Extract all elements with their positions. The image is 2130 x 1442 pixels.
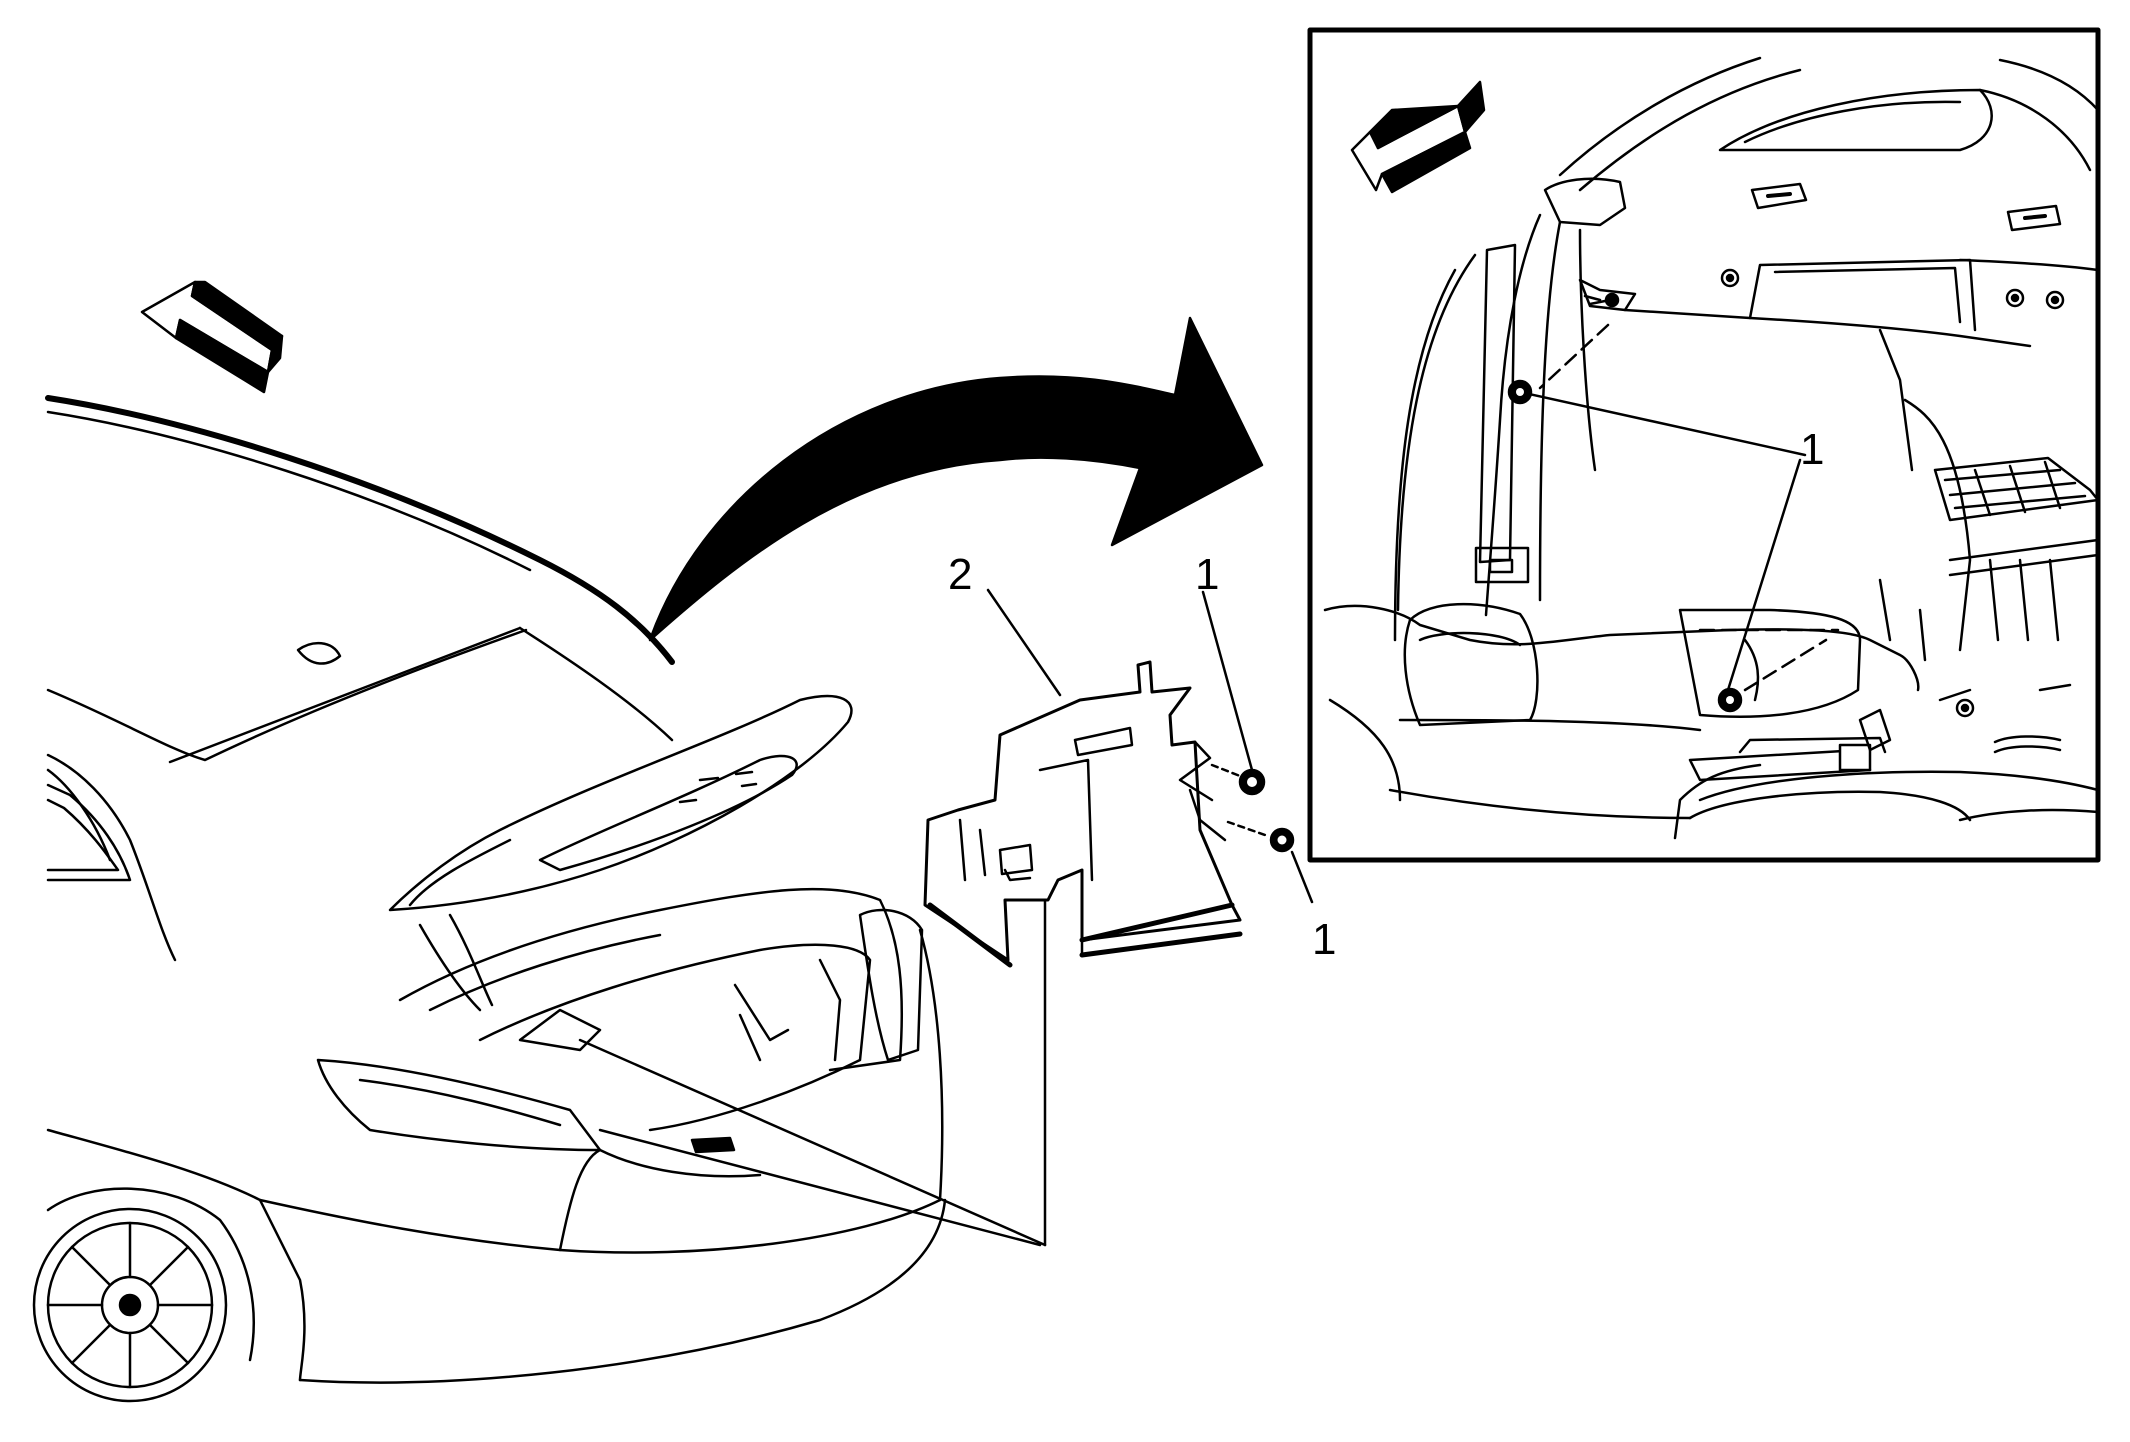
inset-forward-direction-arrow-icon xyxy=(1350,80,1486,194)
inset-detail-view xyxy=(1307,27,2101,863)
vehicle-illustration xyxy=(32,395,947,1403)
callout-fastener-upper-number: 1 xyxy=(1195,550,1220,599)
inset-upper-fastener-leader xyxy=(1518,390,1807,457)
transition-curved-arrow-icon xyxy=(648,316,1264,642)
fastener-lower xyxy=(1226,820,1295,853)
bracket-callout-leader xyxy=(986,588,1062,697)
fastener-lower-callout-leader xyxy=(1290,850,1314,904)
callout-leader-lines xyxy=(578,878,1047,1247)
callout-inset-fastener-number: 1 xyxy=(1800,425,1825,474)
fastener-upper xyxy=(1210,763,1266,796)
callout-fastener-lower-number: 1 xyxy=(1312,915,1337,964)
forward-direction-arrow-icon xyxy=(140,280,284,394)
inset-lower-fastener-leader xyxy=(1726,458,1802,692)
fastener-upper-callout-leader xyxy=(1201,590,1254,772)
bracket-part-2 xyxy=(923,660,1243,968)
callout-bracket-number: 2 xyxy=(948,550,973,599)
